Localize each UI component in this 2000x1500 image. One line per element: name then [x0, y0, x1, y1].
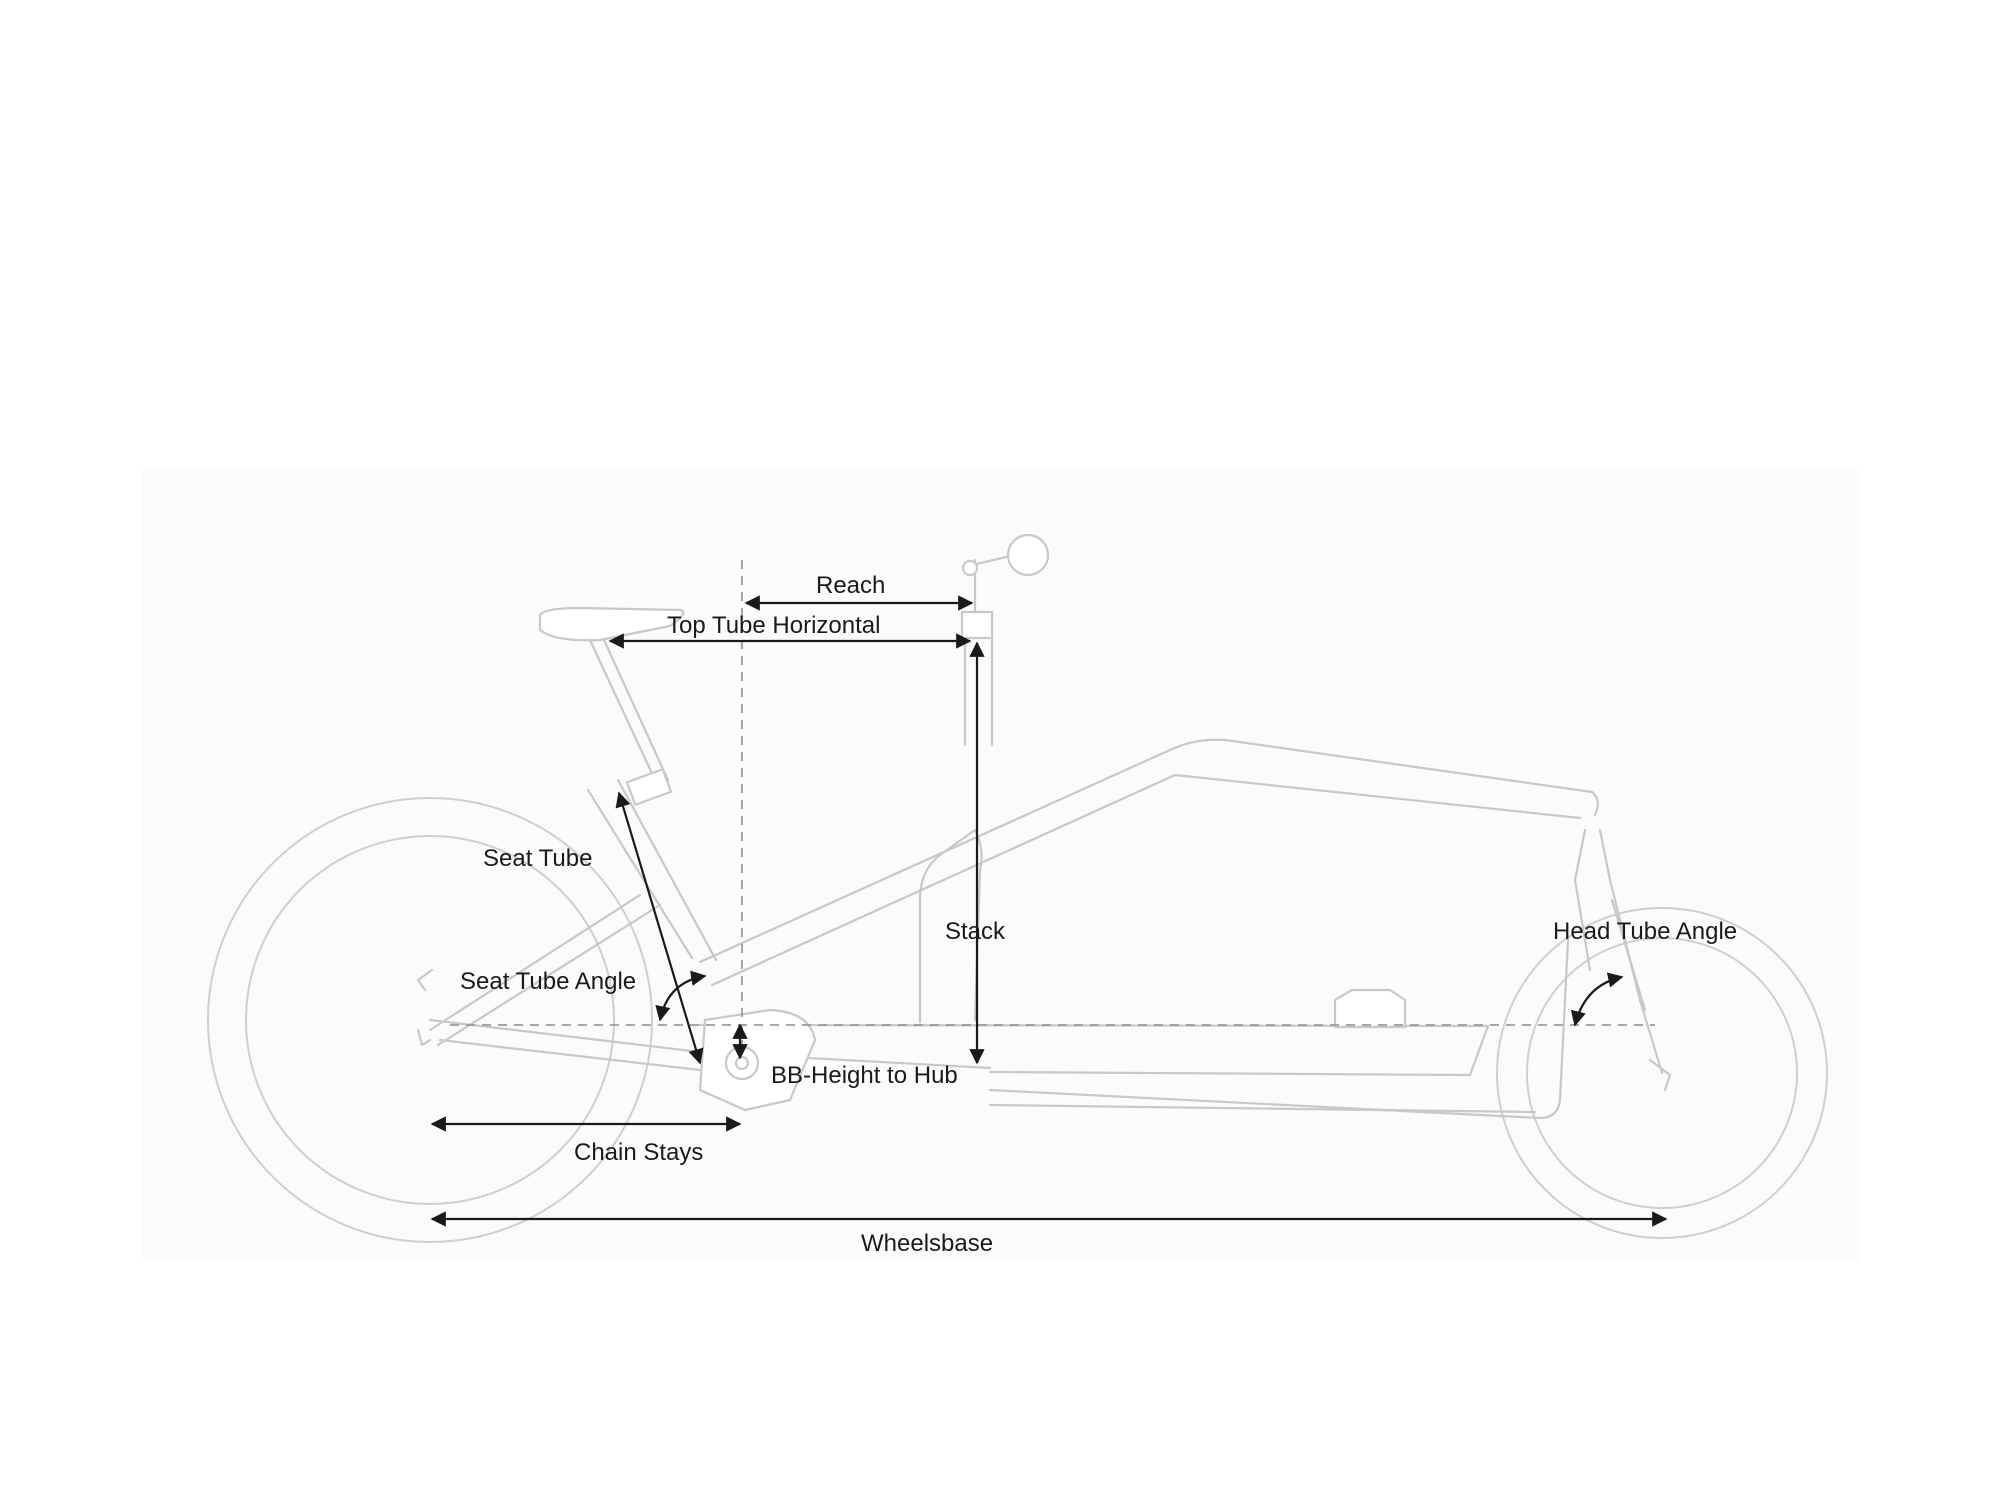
background-panel [142, 470, 1860, 1260]
chain-stays-label: Chain Stays [574, 1139, 703, 1166]
head-tube-angle-arc [1570, 972, 1624, 1027]
head-tube-angle-label: Head Tube Angle [1553, 918, 1737, 945]
steerer-and-handlebar [960, 533, 1050, 747]
seat-tube-angle-label: Seat Tube Angle [460, 968, 636, 995]
seat-tube-angle-arc [655, 970, 707, 1022]
bb-height-to-hub-label: BB-Height to Hub [771, 1062, 958, 1089]
top-tube-horizontal-label: Top Tube Horizontal [667, 612, 880, 639]
front-wheel [1496, 907, 1828, 1239]
seat-tube-label: Seat Tube [483, 845, 592, 872]
stack-label: Stack [945, 918, 1006, 945]
wheelbase-label: Wheelsbase [861, 1230, 993, 1257]
reach-label: Reach [816, 572, 885, 599]
